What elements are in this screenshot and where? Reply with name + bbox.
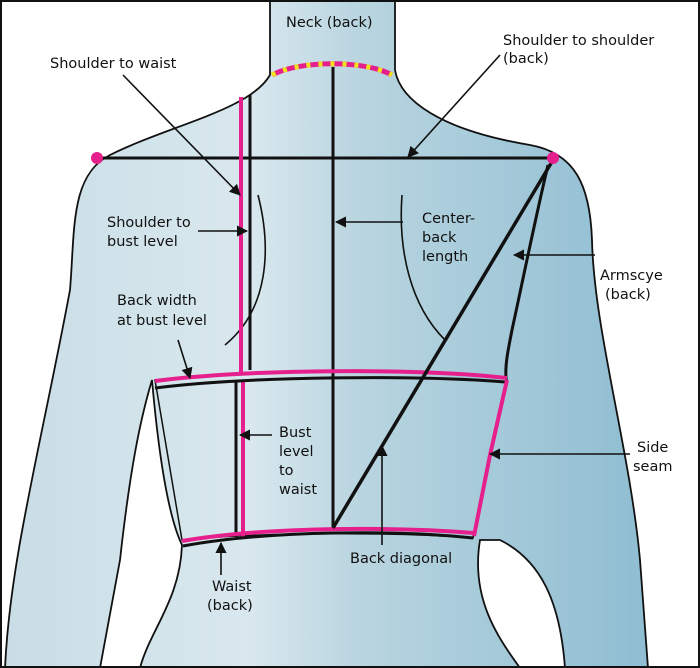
arrow-shoulder-to-waist (122, 74, 241, 196)
label-center-back-2: back (422, 230, 457, 246)
left-blade-curve (224, 194, 266, 346)
label-center-back-1: Center- (422, 211, 475, 227)
label-neck-back: Neck (back) (286, 15, 373, 31)
arrow-shoulder-to-shoulder (407, 54, 501, 158)
armscye-curve (504, 164, 550, 379)
neck-back-dots (270, 61, 394, 78)
label-waist-back-2: (back) (207, 598, 253, 614)
label-back-width-2: at bust level (117, 313, 207, 329)
label-center-back-3: length (422, 249, 468, 265)
label-shoulder-to-shoulder: Shoulder to shoulder (503, 33, 654, 49)
label-armscye-1: Armscye (600, 268, 663, 284)
label-shoulder-to-bust-2: bust level (107, 234, 178, 250)
back-width-line-pink (154, 369, 508, 383)
label-back-diagonal: Back diagonal (350, 551, 452, 567)
label-bust-to-waist-3: to (279, 463, 294, 479)
label-side-seam-2: seam (633, 459, 673, 475)
back-diagonal-line (331, 159, 555, 529)
left-shoulder-point (91, 152, 103, 164)
label-bust-to-waist-2: level (279, 444, 313, 460)
waist-line-black (182, 531, 474, 548)
label-shoulder-to-bust-1: Shoulder to (107, 215, 191, 231)
label-shoulder-to-shoulder-2: (back) (503, 51, 549, 67)
right-blade-curve (400, 194, 446, 341)
label-armscye-2: (back) (605, 287, 651, 303)
label-shoulder-to-waist: Shoulder to waist (50, 56, 177, 72)
body-silhouette (4, 0, 649, 668)
label-waist-back-1: Waist (212, 579, 252, 595)
right-shoulder-point (547, 152, 559, 164)
back-width-line-black (154, 376, 506, 390)
label-bust-to-waist-4: waist (279, 482, 317, 498)
waist-line-pink (181, 526, 475, 543)
label-bust-to-waist-1: Bust (279, 425, 312, 441)
label-side-seam-1: Side (637, 440, 668, 456)
arrow-back-width (177, 339, 193, 380)
label-back-width-1: Back width (117, 293, 197, 309)
